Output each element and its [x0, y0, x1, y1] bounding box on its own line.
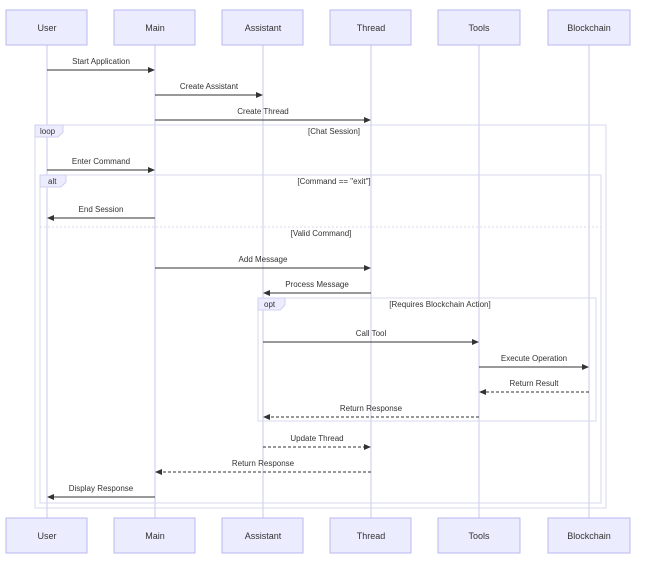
message-label: Enter Command	[72, 157, 130, 166]
message-8: Call Tool	[263, 329, 479, 345]
actor-label: Assistant	[245, 23, 282, 33]
actor-assistant-top: Assistant	[221, 9, 304, 46]
actor-user-bottom: User	[5, 517, 88, 554]
fragment-tag-loop: loop	[40, 127, 56, 136]
actor-tools-top: Tools	[437, 9, 521, 46]
message-1: Start Application	[47, 57, 155, 73]
message-12: Update Thread	[263, 434, 371, 450]
message-label: Return Response	[232, 459, 295, 468]
actor-label: User	[37, 531, 56, 541]
actor-label: Main	[145, 531, 165, 541]
arrowhead-icon	[582, 364, 589, 370]
loop-fragment: loop [Chat Session]	[34, 124, 607, 509]
actor-main-bottom: Main	[113, 517, 196, 554]
actor-blockchain-top: Blockchain	[547, 9, 631, 46]
message-6: Add Message	[155, 255, 371, 271]
actor-blockchain-bottom: Blockchain	[547, 517, 631, 554]
arrowhead-icon	[364, 265, 371, 271]
actor-thread-top: Thread	[329, 9, 412, 46]
actor-label: Blockchain	[567, 23, 611, 33]
actor-label: Main	[145, 23, 165, 33]
actor-label: Tools	[468, 531, 490, 541]
arrowhead-icon	[148, 67, 155, 73]
arrowhead-icon	[263, 290, 270, 296]
message-label: Start Application	[72, 57, 130, 66]
message-label: Update Thread	[290, 434, 343, 443]
fragment-condition-opt: [Requires Blockchain Action]	[389, 300, 490, 309]
message-label: Create Assistant	[180, 82, 239, 91]
lifelines	[46, 45, 590, 518]
actor-label: User	[37, 23, 56, 33]
actor-tools-bottom: Tools	[437, 517, 521, 554]
message-13: Return Response	[155, 459, 371, 475]
message-4: Enter Command	[47, 157, 155, 173]
actor-label: Assistant	[245, 531, 282, 541]
message-label: Add Message	[239, 255, 288, 264]
arrowhead-icon	[47, 494, 54, 500]
message-label: End Session	[79, 205, 124, 214]
arrowhead-icon	[148, 167, 155, 173]
arrowhead-icon	[155, 469, 162, 475]
arrowhead-icon	[364, 117, 371, 123]
fragment-condition-else: [Valid Command]	[291, 229, 352, 238]
message-label: Execute Operation	[501, 354, 567, 363]
actor-label: Tools	[468, 23, 490, 33]
actors-bottom: User Main Assistant Thread Tools Blockch…	[5, 517, 631, 554]
actor-main-top: Main	[113, 9, 196, 46]
message-label: Return Result	[510, 379, 560, 388]
arrowhead-icon	[47, 215, 54, 221]
fragment-condition-alt: [Command == "exit"]	[297, 177, 370, 186]
message-label: Create Thread	[237, 107, 288, 116]
actor-label: Thread	[357, 531, 386, 541]
message-2: Create Assistant	[155, 82, 263, 98]
arrowhead-icon	[364, 444, 371, 450]
message-label: Return Response	[340, 404, 403, 413]
message-label: Display Response	[69, 484, 134, 493]
actor-label: Blockchain	[567, 531, 611, 541]
actor-thread-bottom: Thread	[329, 517, 412, 554]
actors-top: User Main Assistant Thread Tools Blockch…	[5, 9, 631, 46]
message-7: Process Message	[263, 280, 371, 296]
alt-fragment: alt [Command == "exit"] [Valid Command]	[39, 174, 602, 504]
message-label: Process Message	[285, 280, 349, 289]
message-10: Return Result	[479, 379, 589, 395]
message-14: Display Response	[47, 484, 155, 500]
arrowhead-icon	[263, 414, 270, 420]
actor-label: Thread	[357, 23, 386, 33]
fragment-tag-alt: alt	[48, 177, 57, 186]
arrowhead-icon	[472, 339, 479, 345]
message-9: Execute Operation	[479, 354, 589, 370]
message-5: End Session	[47, 205, 155, 221]
actor-assistant-bottom: Assistant	[221, 517, 304, 554]
fragment-condition-loop: [Chat Session]	[308, 127, 360, 136]
arrowhead-icon	[479, 389, 486, 395]
opt-fragment: opt [Requires Blockchain Action]	[257, 297, 597, 422]
fragment-tag-opt: opt	[264, 300, 276, 309]
message-11: Return Response	[263, 404, 479, 420]
actor-user-top: User	[5, 9, 88, 46]
message-label: Call Tool	[356, 329, 387, 338]
message-3: Create Thread	[155, 107, 371, 123]
arrowhead-icon	[256, 92, 263, 98]
